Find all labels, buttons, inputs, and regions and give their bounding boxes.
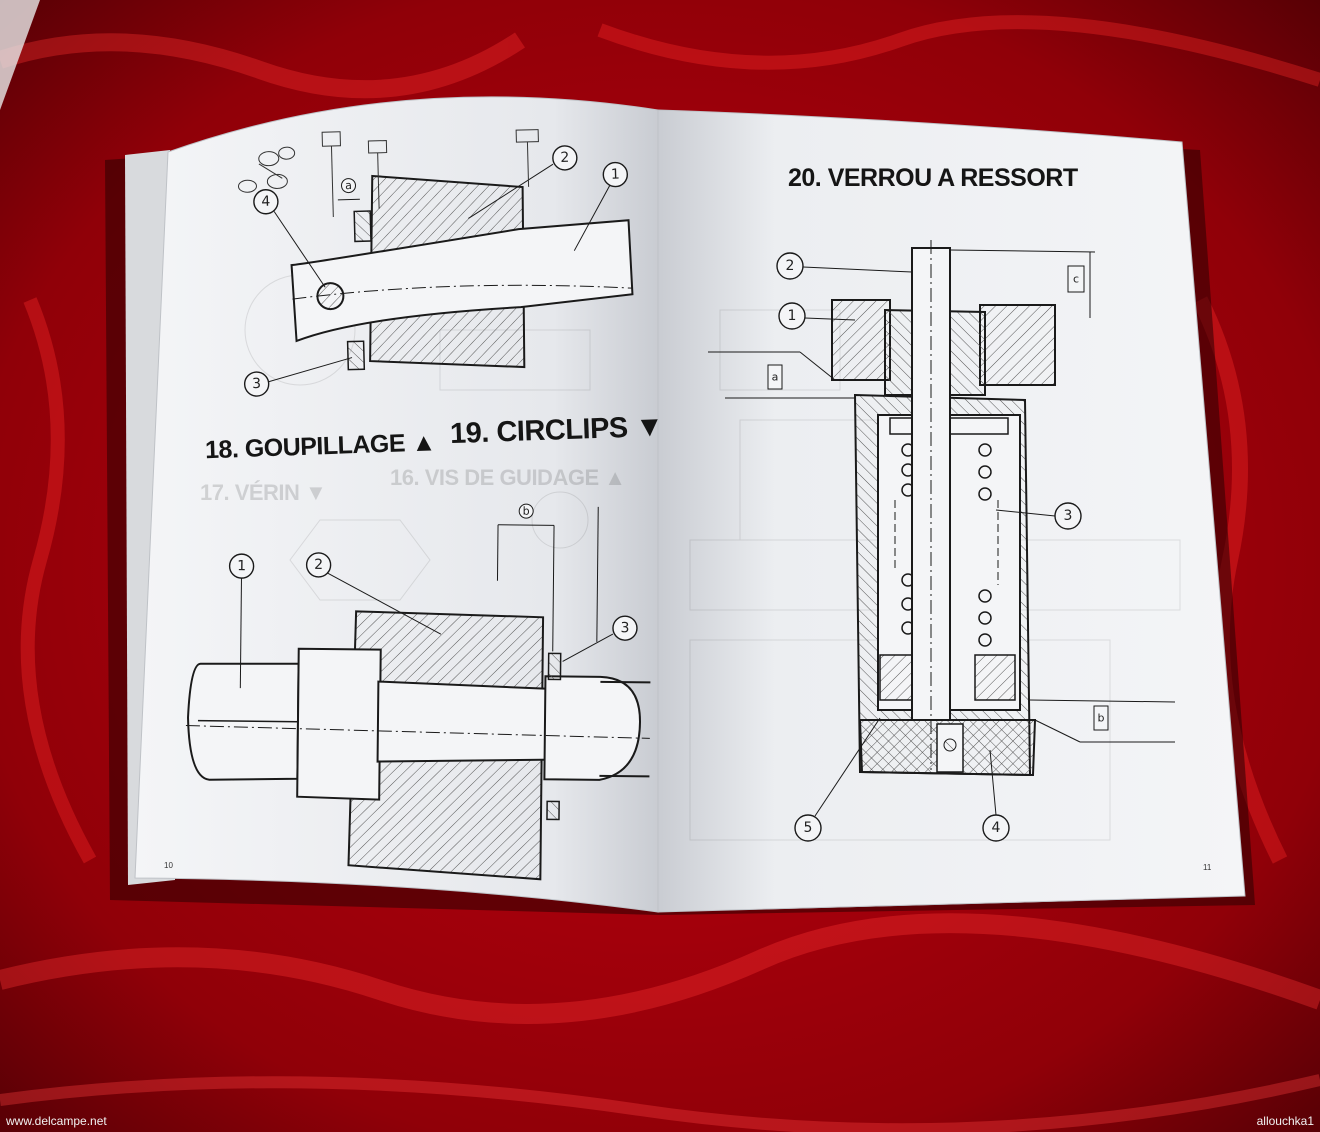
bleed-title: 17. VÉRIN ▼ [200,480,326,505]
callout-fig18-2: 2 [468,145,578,219]
dimension-c-fig20: c [949,249,1096,318]
callout-fig20-5: 5 [794,717,881,842]
callout-label: 1 [611,166,620,182]
dimension-b-fig19: b [496,503,599,652]
bleed-title: 16. VIS DE GUIDAGE ▲ [390,465,626,490]
callout-fig20-4: 4 [982,749,1010,842]
callout-fig19-2: 2 [305,552,442,635]
callout-fig20-3: 3 [995,502,1082,530]
dim-label: b [523,505,530,518]
watermark-left: www.delcampe.net [6,1114,107,1128]
dimension-a-fig18: a [337,178,360,201]
callout-label: 2 [786,258,795,274]
callout-fig18-4: 4 [253,189,326,288]
pin-section [316,282,345,311]
dimension-b-fig20: b [1029,699,1176,743]
callout-label: 5 [804,820,813,836]
shaft [290,219,634,343]
callout-label: 2 [560,150,569,166]
callout-label: 4 [261,194,270,210]
callout-label: 1 [788,308,797,324]
bleed-through-titles: 16. VIS DE GUIDAGE ▲ 17. VÉRIN ▼ [200,465,626,505]
figure-20-verrou: 2 1 3 5 4 a [708,240,1176,842]
callout-fig20-2: 2 [776,252,913,280]
callout-fig20-1: 1 [778,302,856,330]
callout-fig18-3: 3 [243,357,353,397]
dim-label: a [772,371,779,384]
dim-label: b [1098,712,1105,725]
handwritten-notes [237,129,539,217]
dimension-a-fig20: a [708,351,855,399]
fabric-texture [0,15,1320,1132]
callout-fig19-3: 3 [562,615,638,662]
figure-19-circlips: 1 2 3 b [185,503,651,881]
callout-fig18-1: 1 [573,161,629,251]
page-number-left: 10 [164,861,173,870]
figure-19-title: 19. CIRCLIPS ▼ [450,411,664,450]
callout-label: 2 [314,557,323,573]
circlip-section [547,652,562,681]
callout-label: 4 [992,820,1001,836]
watermark-right: allouchka1 [1256,1114,1314,1128]
figure-18-goupillage: 2 1 4 3 a [237,129,634,397]
callout-label: 3 [1064,508,1073,524]
callout-label: 1 [237,558,246,574]
spring [901,443,992,647]
callout-label: 3 [620,620,629,636]
callout-label: 3 [252,376,261,392]
callout-fig19-1: 1 [228,553,255,689]
dim-label: c [1073,273,1079,286]
plate-section [831,299,891,381]
corner-cloth [0,0,40,110]
page-number-right: 11 [1203,863,1212,872]
dim-label: a [345,179,352,192]
figure-20-title: 20. VERROU A RESSORT [788,164,1078,192]
